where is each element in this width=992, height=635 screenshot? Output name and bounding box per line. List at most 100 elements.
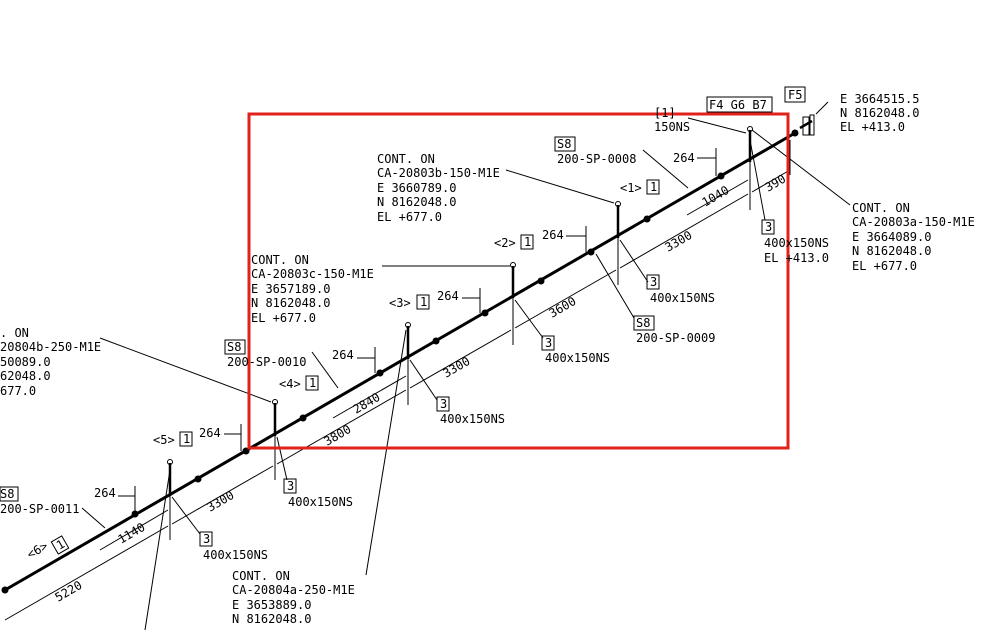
svg-text:50089.0: 50089.0 [0,355,51,369]
flag-f5: F5 [788,88,802,102]
svg-text:3: 3 [440,397,447,411]
svg-text:<1>: <1> [620,181,642,195]
svg-text:400x150NS: 400x150NS [440,412,505,426]
svg-text:400x150NS: 400x150NS [545,351,610,365]
svg-text:N 8162048.0: N 8162048.0 [377,195,456,209]
svg-text:<3>: <3> [389,296,411,310]
svg-text:3300: 3300 [663,228,695,255]
leader-lines [81,117,851,631]
svg-text:1: 1 [183,432,190,446]
svg-text:3300: 3300 [205,488,237,515]
flag-one: [1] [654,106,676,120]
svg-text:CONT. ON: CONT. ON [377,152,435,166]
support-0009: S8 200-SP-0009 [633,315,715,345]
svg-text:CONT. ON: CONT. ON [852,201,910,215]
branches [167,126,753,496]
cont-label-1: CONT. ON CA-20803a-150-M1E E 3664089.0 N… [852,201,975,273]
svg-text:E 3664089.0: E 3664089.0 [852,230,931,244]
svg-text:20804b-250-M1E: 20804b-250-M1E [0,340,101,354]
svg-text:62048.0: 62048.0 [0,369,51,383]
svg-text:1: 1 [524,235,531,249]
extension-lines [169,140,791,540]
support-0011: S8 200-SP-0011 [0,486,79,516]
svg-text:. ON: . ON [0,326,29,340]
svg-text:3: 3 [650,275,657,289]
svg-text:CONT. ON: CONT. ON [232,569,290,583]
svg-text:E 3657189.0: E 3657189.0 [251,282,330,296]
support-0008: S8 200-SP-0008 [554,136,636,166]
svg-text:264: 264 [437,289,459,303]
dim-264-marks [118,148,717,514]
svg-text:400x150NS: 400x150NS [650,291,715,305]
svg-text:390: 390 [763,172,789,195]
svg-text:3300: 3300 [441,354,473,381]
cont-label-4: . ON 20804b-250-M1E 50089.0 62048.0 677.… [0,326,101,398]
support-0010: S8 200-SP-0010 [224,339,306,369]
svg-text:3: 3 [203,532,210,546]
svg-text:CONT. ON: CONT. ON [251,253,309,267]
svg-text:264: 264 [332,348,354,362]
svg-text:CA-20804a-250-M1E: CA-20804a-250-M1E [232,583,355,597]
cont-label-5: CONT. ON CA-20804a-250-M1E E 3653889.0 N… [232,569,355,626]
svg-text:1: 1 [420,295,427,309]
reducer-labels: 3 400x150NS EL +413.0 3 400x150NS 3 400x… [199,219,829,562]
svg-text:3: 3 [765,220,772,234]
coord-el: EL +413.0 [840,120,905,134]
svg-text:400x150NS: 400x150NS [203,548,268,562]
svg-text:264: 264 [673,151,695,165]
svg-text:200-SP-0010: 200-SP-0010 [227,355,306,369]
svg-text:200-SP-0011: 200-SP-0011 [0,502,79,516]
svg-text:3: 3 [287,479,294,493]
svg-text:CA-20803b-150-M1E: CA-20803b-150-M1E [377,166,500,180]
flag-f5-box [784,86,806,103]
item-markers: <1> 1 <2> 1 <3> 1 <4> 1 <5> 1 <6> 1 [25,179,660,562]
flag-f4g6b7: F4 G6 B7 [709,98,767,112]
svg-text:S8: S8 [227,340,241,354]
highlight-box [247,112,790,450]
svg-text:N 8162048.0: N 8162048.0 [251,296,330,310]
svg-text:EL +677.0: EL +677.0 [377,210,442,224]
end-flange [802,116,810,136]
svg-text:CA-20803a-150-M1E: CA-20803a-150-M1E [852,215,975,229]
svg-text:N 8162048.0: N 8162048.0 [232,612,311,626]
svg-text:EL +413.0: EL +413.0 [764,251,829,265]
svg-text:264: 264 [199,426,221,440]
svg-text:200-SP-0009: 200-SP-0009 [636,331,715,345]
cont-label-3: CONT. ON CA-20803c-150-M1E E 3657189.0 N… [251,253,374,325]
end-flange-2 [809,114,815,136]
dim-264-labels: 264 264 264 264 264 264 [94,151,695,500]
svg-text:<2>: <2> [494,236,516,250]
svg-text:3600: 3600 [547,294,579,321]
svg-text:264: 264 [94,486,116,500]
svg-text:200-SP-0008: 200-SP-0008 [557,152,636,166]
svg-text:400x150NS: 400x150NS [288,495,353,509]
svg-text:CA-20803c-150-M1E: CA-20803c-150-M1E [251,267,374,281]
coord-n: N 8162048.0 [840,106,919,120]
svg-text:E 3653889.0: E 3653889.0 [232,598,311,612]
svg-text:<4>: <4> [279,377,301,391]
svg-text:1: 1 [309,376,316,390]
svg-text:S8: S8 [557,137,571,151]
svg-text:677.0: 677.0 [0,384,36,398]
svg-text:EL +677.0: EL +677.0 [251,311,316,325]
dimension-lines [4,169,791,621]
svg-text:400x150NS: 400x150NS [764,236,829,250]
svg-text:E 3660789.0: E 3660789.0 [377,181,456,195]
coord-e: E 3664515.5 [840,92,919,106]
svg-text:3: 3 [545,336,552,350]
cont-label-2: CONT. ON CA-20803b-150-M1E E 3660789.0 N… [377,152,500,224]
dim-rotated-labels: 1040 390 3300 3600 3300 2840 3800 3300 1… [53,172,789,605]
svg-text:<5>: <5> [153,433,175,447]
svg-text:N 8162048.0: N 8162048.0 [852,244,931,258]
svg-text:5220: 5220 [53,578,85,605]
svg-text:<6>: <6> [25,539,51,562]
coord-leader [815,101,829,115]
svg-text:EL +677.0: EL +677.0 [852,259,917,273]
svg-text:S8: S8 [636,316,650,330]
svg-text:3800: 3800 [322,422,354,449]
flag-f4g6b7-box [706,96,773,113]
flag-150ns: 150NS [654,120,690,134]
svg-text:264: 264 [542,228,564,242]
